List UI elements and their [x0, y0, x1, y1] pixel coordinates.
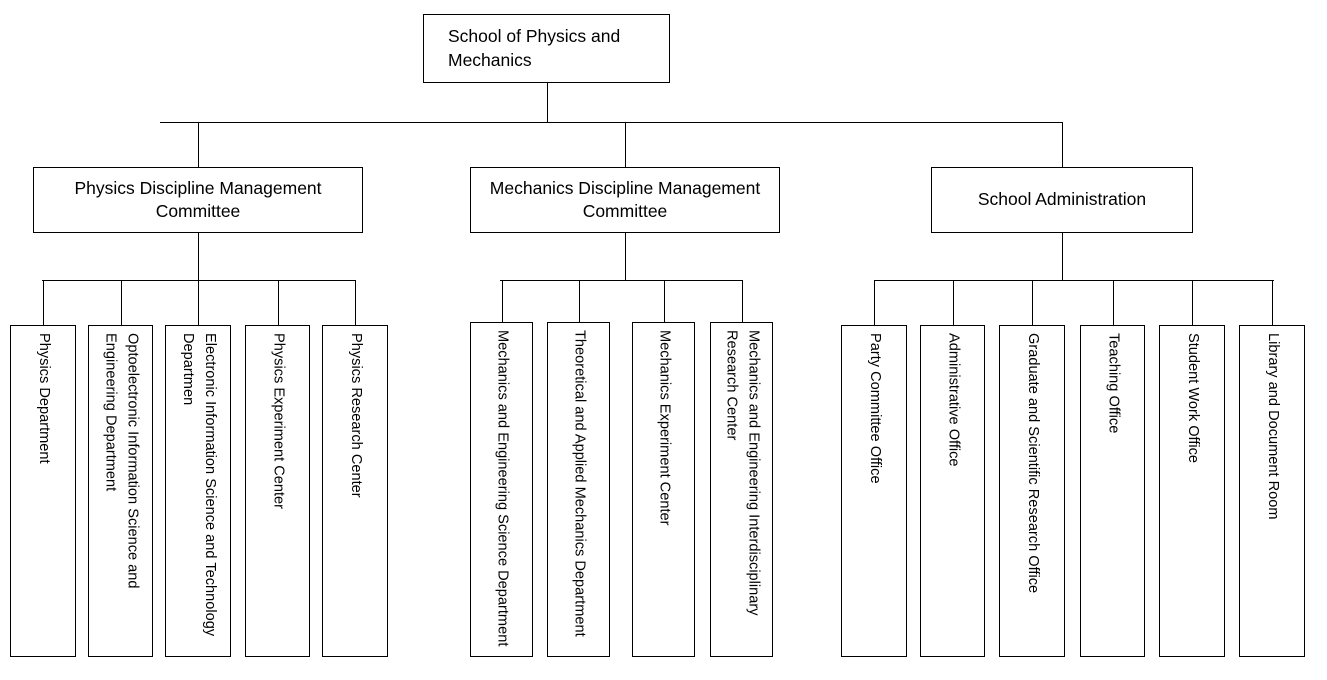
leaf-node: Physics Experiment Center: [245, 325, 310, 657]
leaf-node: Mechanics and Engineering Interdisciplin…: [710, 322, 773, 657]
leaf-node-text-wrap: Mechanics and Engineering Science Depart…: [471, 330, 532, 649]
leaf-node-label: Administrative Office: [945, 333, 962, 467]
leaf-node: Optoelectronic Information Science and E…: [88, 325, 153, 657]
leaf-node-label: Electronic Information Science and Techn…: [180, 333, 218, 637]
leaf-node: Student Work Office: [1159, 325, 1225, 657]
leaf-node: Library and Document Room: [1239, 325, 1305, 657]
leaf-node-text-wrap: Theoretical and Applied Mechanics Depart…: [548, 330, 609, 649]
leaf-node: Theoretical and Applied Mechanics Depart…: [547, 322, 610, 657]
connector-to-mechanics: [625, 122, 626, 167]
leaf-node-text-wrap: Physics Experiment Center: [246, 333, 309, 649]
leaf-node-text-wrap: Optoelectronic Information Science and E…: [89, 333, 152, 649]
leaf-node: Teaching Office: [1080, 325, 1145, 657]
connector-stem-administration: [1062, 233, 1063, 280]
leaf-node-text-wrap: Physics Department: [11, 333, 75, 649]
connector-physics-child-2: [198, 280, 199, 325]
leaf-node-label: Physics Department: [35, 333, 52, 464]
leaf-node: Electronic Information Science and Techn…: [165, 325, 231, 657]
leaf-node: Administrative Office: [920, 325, 985, 657]
leaf-node-label: Mechanics and Engineering Science Depart…: [494, 330, 511, 647]
leaf-node-text-wrap: Administrative Office: [921, 333, 984, 649]
connector-root-stem: [547, 83, 548, 122]
leaf-node: Mechanics Experiment Center: [632, 322, 695, 657]
connector-mechanics-child-2: [664, 280, 665, 322]
leaf-node: Graduate and Scientific Research Office: [999, 325, 1065, 657]
leaf-node: Physics Department: [10, 325, 76, 657]
leaf-node-text-wrap: Party Committee Office: [842, 333, 906, 649]
leaf-node-text-wrap: Physics Research Center: [323, 333, 387, 649]
connector-root-bus: [160, 122, 1062, 123]
group-header-label-mechanics: Mechanics Discipline Management Committe…: [489, 177, 761, 221]
connector-administration-child-5: [1272, 280, 1273, 325]
group-header-label-physics: Physics Discipline Management Committee: [74, 177, 322, 221]
leaf-node-label: Student Work Office: [1184, 333, 1201, 464]
connector-to-physics: [198, 122, 199, 167]
leaf-node-label: Teaching Office: [1105, 333, 1122, 434]
connector-stem-physics: [198, 233, 199, 280]
connector-administration-child-0: [874, 280, 875, 325]
connector-administration-child-2: [1032, 280, 1033, 325]
connector-mechanics-child-0: [502, 280, 503, 322]
connector-to-administration: [1062, 122, 1063, 167]
leaf-node-label: Graduate and Scientific Research Office: [1024, 333, 1041, 594]
leaf-node-label: Library and Document Room: [1264, 333, 1281, 520]
connector-physics-child-4: [355, 280, 356, 325]
root-node-school-of-physics-and-mechanics: School of Physics and Mechanics: [423, 14, 670, 83]
connector-physics-child-1: [121, 280, 122, 325]
leaf-node-text-wrap: Library and Document Room: [1240, 333, 1304, 649]
connector-administration-child-3: [1113, 280, 1114, 325]
leaf-node-text-wrap: Graduate and Scientific Research Office: [1000, 333, 1064, 649]
leaf-node: Physics Research Center: [322, 325, 388, 657]
leaf-node-text-wrap: Electronic Information Science and Techn…: [166, 333, 230, 649]
leaf-node-text-wrap: Mechanics and Engineering Interdisciplin…: [711, 330, 772, 649]
root-node-label: School of Physics and Mechanics: [448, 26, 621, 70]
leaf-node-label: Theoretical and Applied Mechanics Depart…: [571, 330, 588, 637]
leaf-node: Party Committee Office: [841, 325, 907, 657]
group-header-label-administration: School Administration: [977, 189, 1147, 210]
leaf-node-label: Physics Research Center: [347, 333, 364, 498]
group-header-mechanics: Mechanics Discipline Management Committe…: [470, 167, 780, 233]
connector-administration-child-1: [953, 280, 954, 325]
connector-mechanics-child-3: [742, 280, 743, 322]
leaf-node-label: Optoelectronic Information Science and E…: [102, 333, 141, 589]
connector-physics-child-0: [43, 280, 44, 325]
connector-mechanics-child-1: [579, 280, 580, 322]
connector-bus-administration: [874, 280, 1274, 281]
leaf-node-text-wrap: Mechanics Experiment Center: [633, 330, 694, 649]
group-header-physics: Physics Discipline Management Committee: [33, 167, 363, 233]
leaf-node: Mechanics and Engineering Science Depart…: [470, 322, 533, 657]
leaf-node-text-wrap: Teaching Office: [1081, 333, 1144, 649]
connector-physics-child-3: [278, 280, 279, 325]
leaf-node-label: Mechanics Experiment Center: [656, 330, 673, 526]
group-header-administration: School Administration: [931, 167, 1193, 233]
leaf-node-label: Physics Experiment Center: [270, 333, 287, 510]
connector-bus-mechanics: [500, 280, 742, 281]
leaf-node-label: Party Committee Office: [866, 333, 883, 484]
leaf-node-label: Mechanics and Engineering Interdisciplin…: [723, 330, 762, 616]
connector-stem-mechanics: [625, 233, 626, 280]
leaf-node-text-wrap: Student Work Office: [1160, 333, 1224, 649]
connector-administration-child-4: [1192, 280, 1193, 325]
